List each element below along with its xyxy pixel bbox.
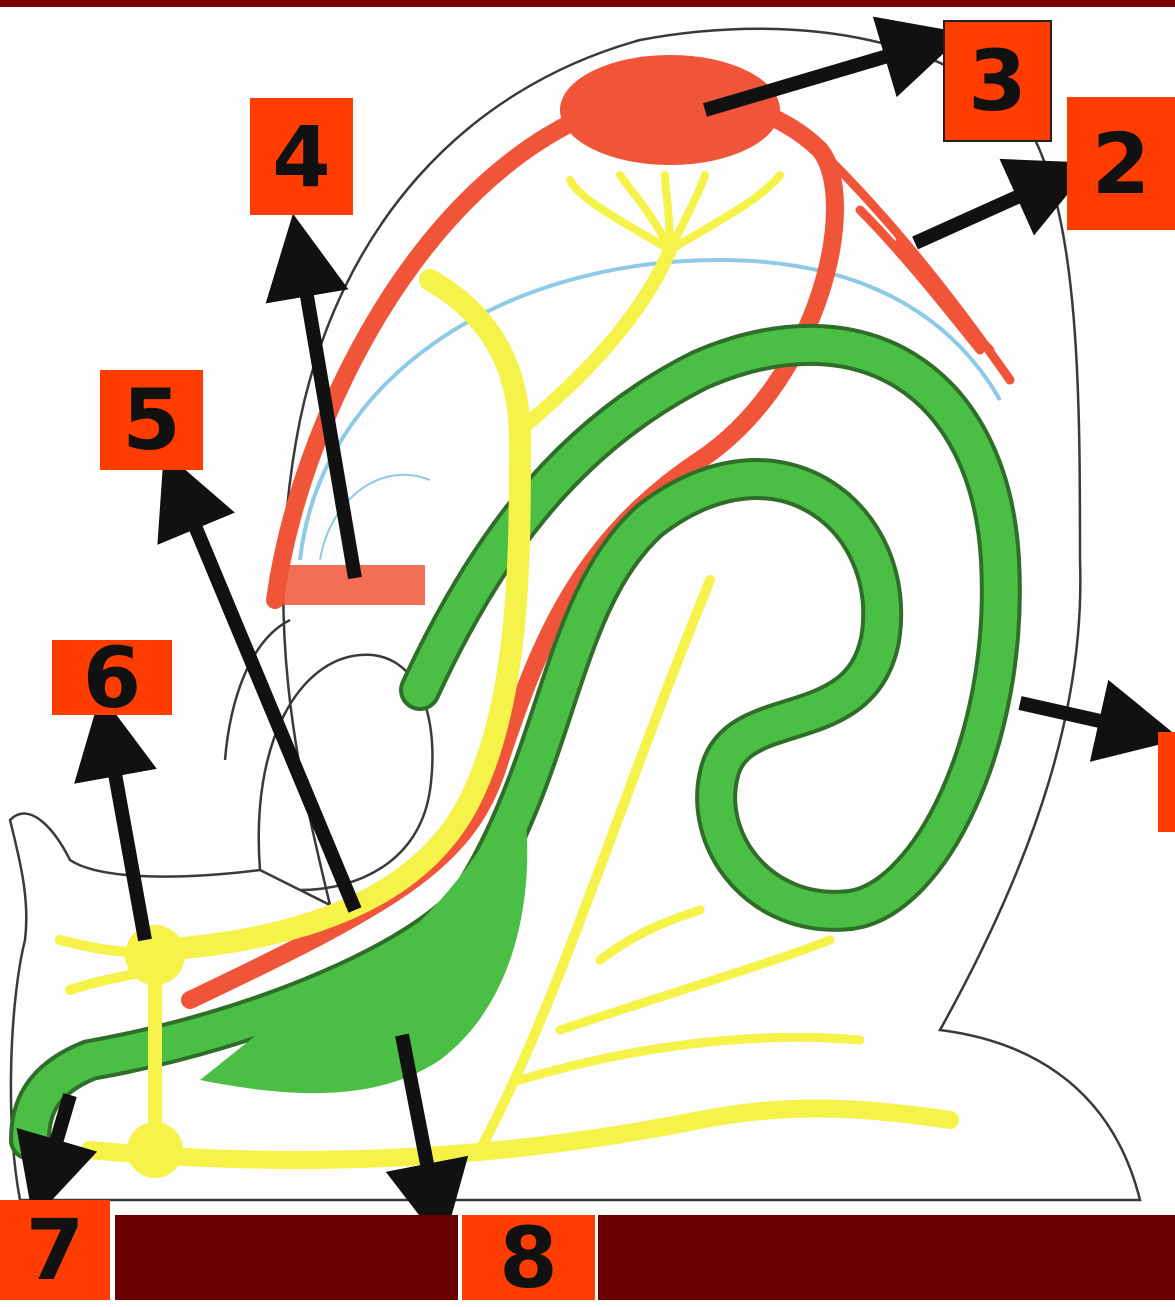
bottom-band-left: [115, 1215, 458, 1300]
label-7: 7: [0, 1200, 110, 1300]
label-8: 8: [462, 1215, 595, 1300]
bottom-band-right: [598, 1215, 1175, 1300]
label-1-partial: [1158, 732, 1175, 832]
label-4: 4: [250, 98, 353, 215]
red-heart: [560, 55, 780, 165]
yellow-ganglion-upper: [125, 925, 185, 985]
label-2: 2: [1067, 97, 1175, 230]
yellow-ganglion-lower: [127, 1122, 183, 1178]
label-6: 6: [52, 640, 172, 715]
label-3: 3: [945, 22, 1050, 140]
label-5: 5: [100, 370, 203, 470]
